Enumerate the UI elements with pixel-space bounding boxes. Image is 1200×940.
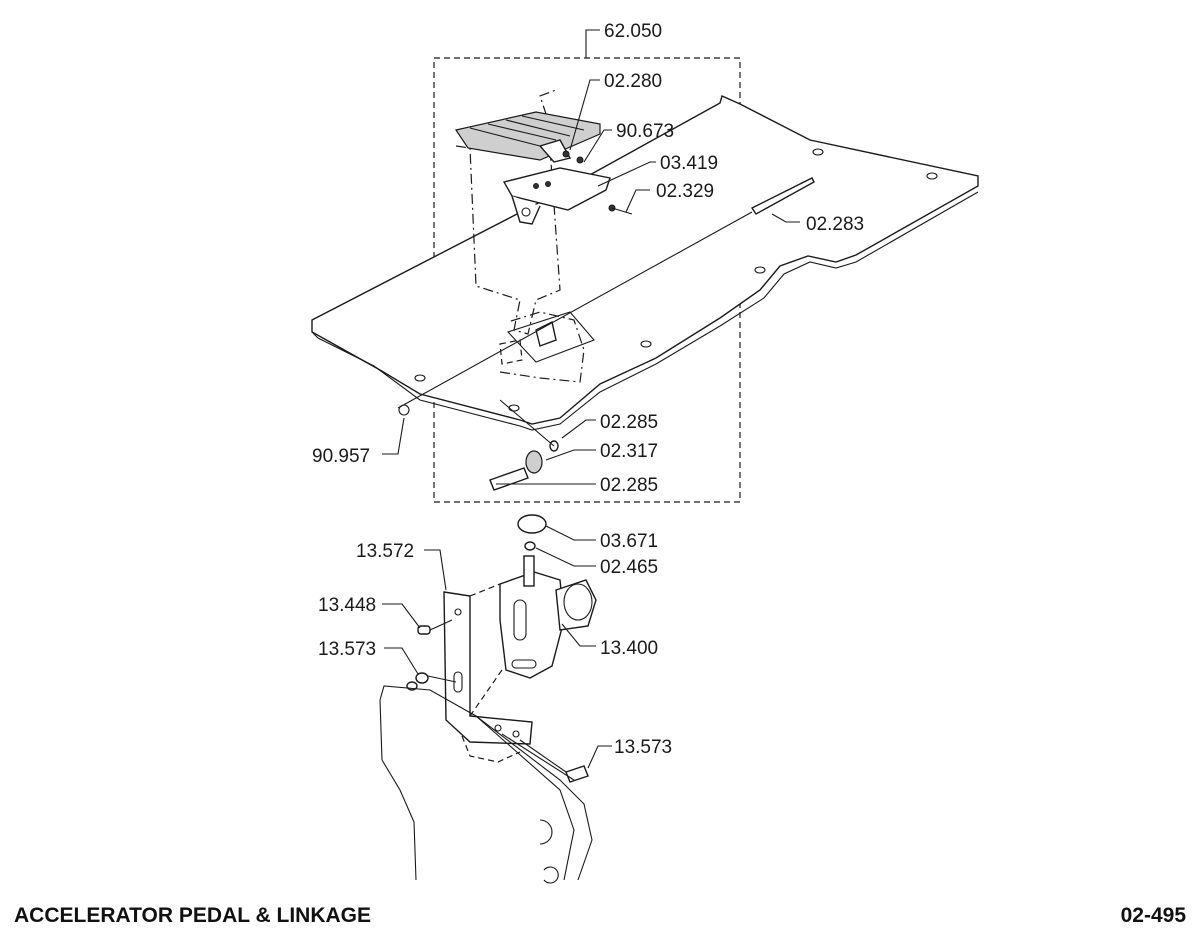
diagram-title: ACCELERATOR PEDAL & LINKAGE	[14, 904, 372, 927]
callout-90673: 90.673	[616, 121, 674, 142]
callout-02317: 02.317	[600, 441, 658, 462]
callout-13448: 13.448	[318, 595, 376, 616]
callout-13573-left: 13.573	[318, 639, 376, 660]
bracket-13572	[443, 583, 533, 745]
callout-03419: 03.419	[660, 153, 718, 174]
clip-90957	[398, 404, 410, 416]
pedal-02280	[455, 111, 601, 164]
actuator-13400	[499, 555, 597, 679]
page-number: 02-495	[1120, 904, 1186, 927]
hinge-bracket-03419	[502, 167, 633, 225]
bolts-13448-13573	[406, 619, 589, 783]
callout-02465: 02.465	[600, 557, 658, 578]
pedal-dashed-outline	[455, 89, 585, 383]
callout-02285-lower: 02.285	[600, 475, 658, 496]
callout-90957: 90.957	[312, 446, 370, 467]
callout-13572: 13.572	[356, 541, 414, 562]
group-box-62050	[433, 29, 741, 503]
floor-plate	[311, 95, 979, 431]
frame-side	[379, 685, 593, 884]
callout-02280: 02.280	[604, 71, 662, 92]
callout-62050: 62.050	[604, 21, 662, 42]
callout-02329: 02.329	[656, 181, 714, 202]
callout-02285-upper: 02.285	[600, 412, 658, 433]
callout-03671: 03.671	[600, 531, 658, 552]
leader-lines	[382, 79, 800, 769]
floor-pivot-block	[499, 311, 595, 365]
rod-02283	[397, 177, 815, 409]
callout-13573-right: 13.573	[614, 737, 672, 758]
callout-02283: 02.283	[806, 214, 864, 235]
callout-13400: 13.400	[600, 638, 658, 659]
callout-labels: 62.050 02.280 90.673 03.419 02.329 02.28…	[312, 21, 864, 758]
knob-03671	[517, 514, 547, 551]
